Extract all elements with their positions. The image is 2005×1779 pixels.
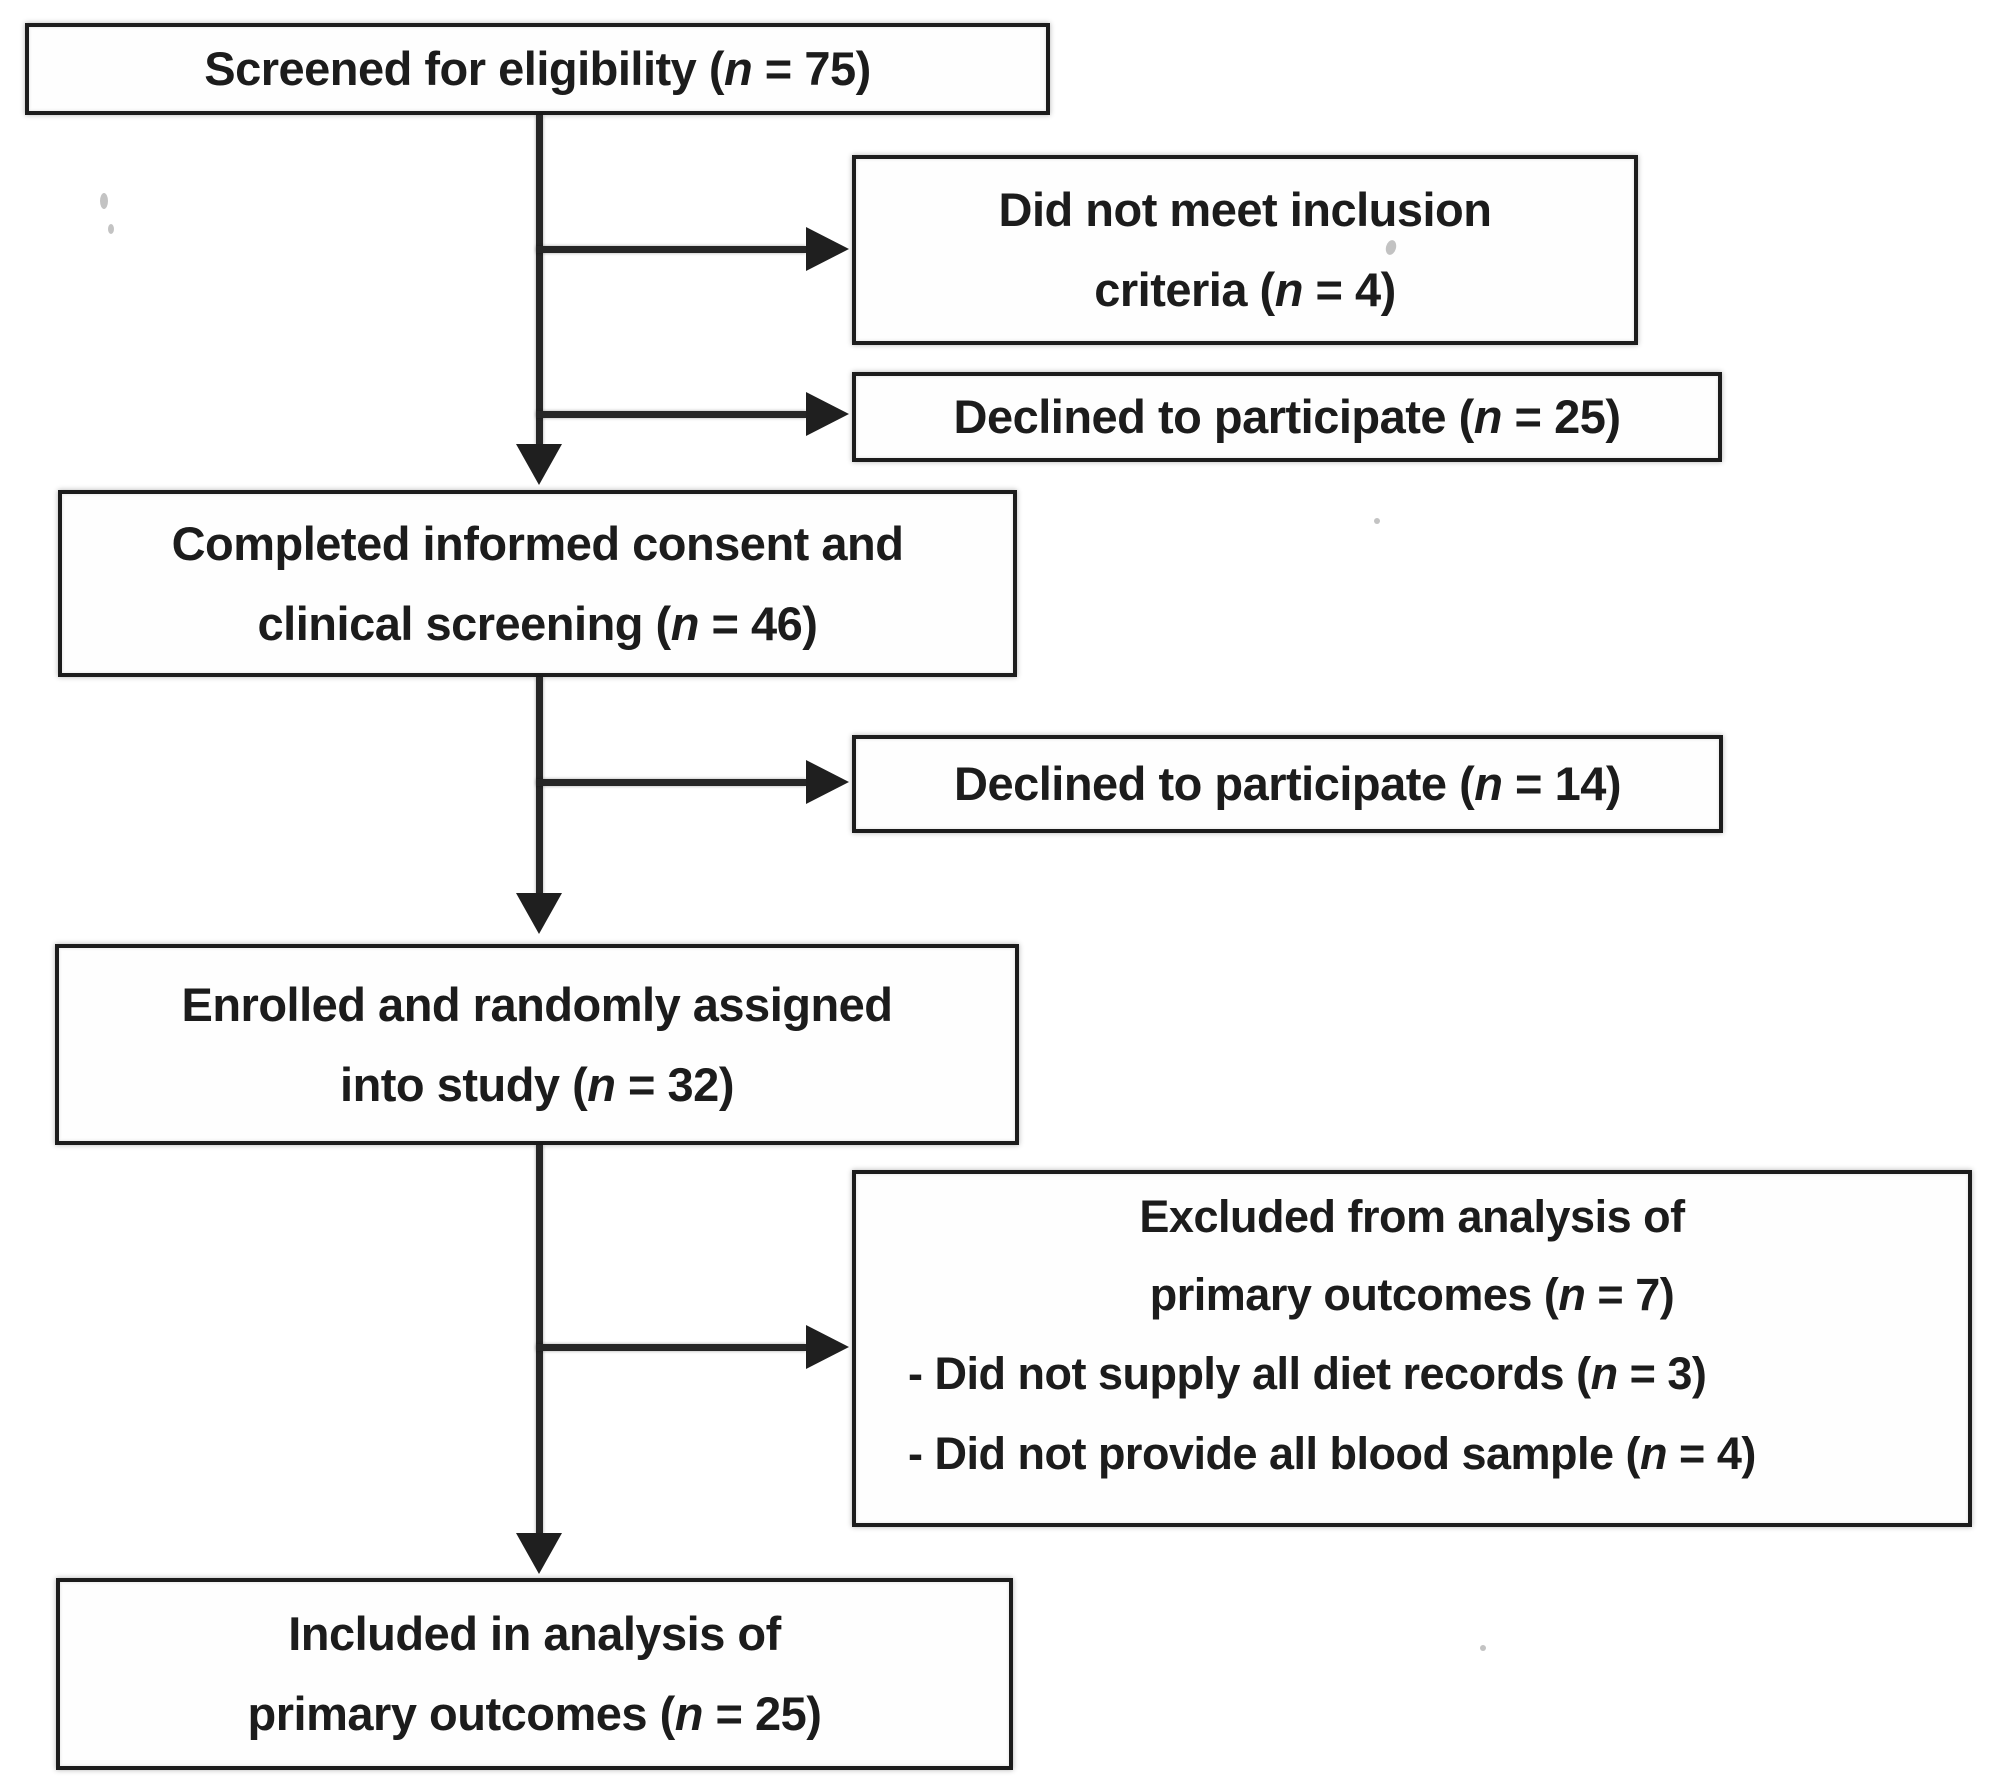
box-declined-14: Declined to participate (n = 14): [852, 735, 1723, 833]
box-excluded-analysis: Excluded from analysis of primary outcom…: [852, 1170, 1972, 1527]
n-variable: n: [1274, 263, 1304, 316]
arrowhead-right-icon: [806, 760, 849, 804]
connector-to-did-not-meet: [536, 246, 806, 253]
arrowhead-down-icon: [516, 444, 562, 485]
box-declined-14-label: Declined to participate (n = 14): [954, 757, 1621, 810]
box-consent-line1: Completed informed consent and: [171, 516, 904, 570]
scan-speck: [1374, 518, 1380, 524]
connector-to-declined-25: [536, 411, 806, 418]
box-included-line1: Included in analysis of: [288, 1607, 781, 1660]
n-variable: n: [1473, 390, 1503, 443]
connector-to-excluded: [536, 1344, 806, 1351]
n-variable: n: [670, 596, 700, 650]
connector-enrolled-to-included: [536, 1145, 543, 1535]
scan-speck: [100, 193, 108, 209]
n-variable: n: [724, 42, 753, 95]
arrowhead-right-icon: [806, 392, 849, 436]
connector-to-declined-14: [536, 779, 806, 786]
box-screened: Screened for eligibility (n = 75): [25, 23, 1050, 115]
box-declined-25-label: Declined to participate (n = 25): [953, 390, 1621, 443]
box-declined-25: Declined to participate (n = 25): [852, 372, 1722, 462]
connector-screened-to-consent: [536, 115, 543, 446]
arrowhead-down-icon: [516, 893, 562, 934]
box-included-line2: primary outcomes (n = 25): [247, 1687, 822, 1740]
n-variable: n: [1474, 757, 1503, 810]
scan-speck: [108, 224, 114, 234]
connector-consent-to-enrolled: [536, 677, 543, 895]
box-excluded-line1: Excluded from analysis of: [1139, 1191, 1685, 1242]
box-excluded-bullet-blood-sample: - Did not provide all blood sample (n = …: [908, 1428, 1756, 1479]
box-screened-label: Screened for eligibility (n = 75): [204, 42, 871, 95]
box-did-not-meet-line2: criteria (n = 4): [1094, 263, 1396, 316]
box-consent-line2: clinical screening (n = 46): [257, 596, 818, 650]
box-did-not-meet-criteria: Did not meet inclusion criteria (n = 4): [852, 155, 1638, 345]
box-excluded-bullet-diet-records: - Did not supply all diet records (n = 3…: [908, 1348, 1707, 1399]
n-variable: n: [1558, 1269, 1586, 1320]
box-consent-screening: Completed informed consent and clinical …: [58, 490, 1017, 677]
box-enrolled-line2: into study (n = 32): [340, 1057, 734, 1111]
box-did-not-meet-line1: Did not meet inclusion: [998, 183, 1492, 236]
n-variable: n: [1590, 1348, 1619, 1399]
scan-speck: [1480, 1645, 1486, 1651]
arrowhead-down-icon: [516, 1533, 562, 1574]
n-variable: n: [587, 1057, 616, 1111]
n-variable: n: [674, 1687, 704, 1740]
arrowhead-right-icon: [806, 1325, 849, 1369]
arrowhead-right-icon: [806, 227, 849, 271]
box-enrolled-line1: Enrolled and randomly assigned: [181, 977, 893, 1031]
box-enrolled-randomized: Enrolled and randomly assigned into stud…: [55, 944, 1019, 1145]
box-excluded-line2: primary outcomes (n = 7): [1149, 1269, 1675, 1320]
box-included-analysis: Included in analysis of primary outcomes…: [56, 1578, 1013, 1770]
n-variable: n: [1640, 1428, 1668, 1479]
